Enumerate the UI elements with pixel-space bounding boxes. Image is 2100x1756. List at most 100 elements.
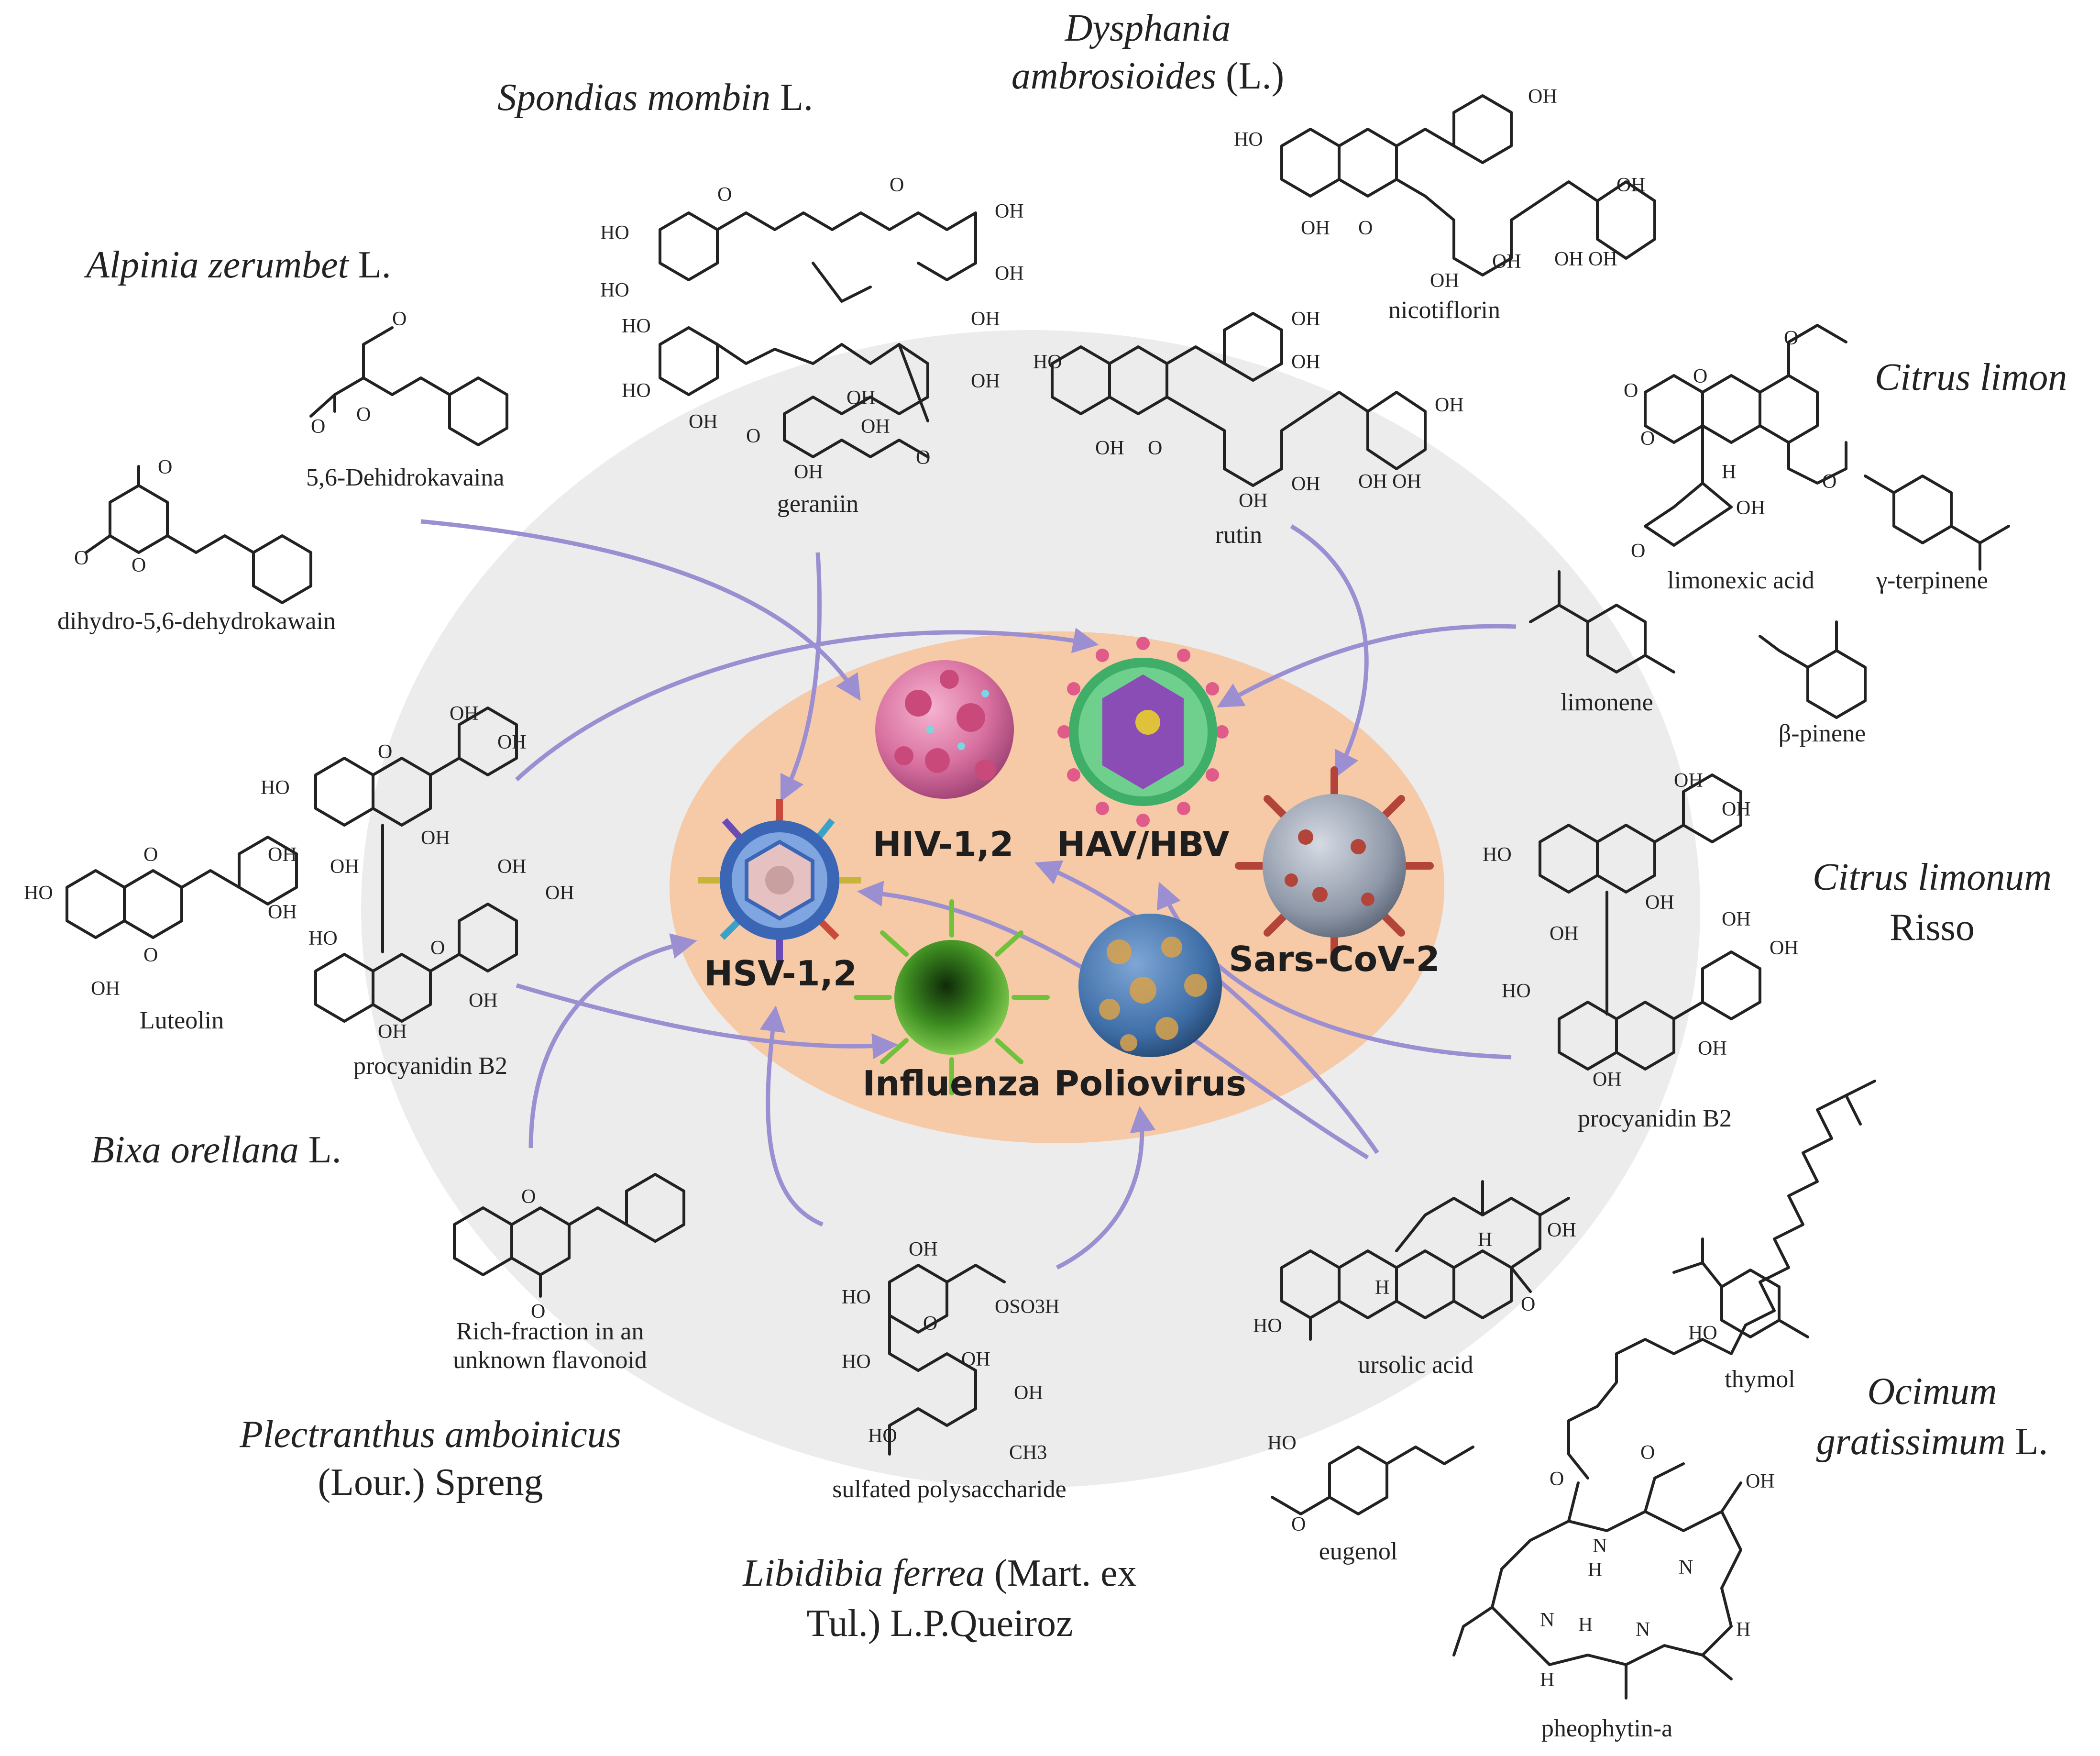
compound-nicotiflorin: nicotiflorin [1388, 297, 1500, 324]
virus-label-poliovirus: Poliovirus [1054, 1063, 1246, 1104]
plant-ocimum-line2: gratissimum L. [1816, 1421, 2048, 1463]
svg-text:OH: OH [1014, 1382, 1043, 1404]
structure-luteolin: HO O O OH OH OH [24, 836, 298, 1000]
compound-terpinene: γ-terpinene [1876, 567, 1988, 594]
svg-text:O: O [132, 554, 146, 576]
svg-text:H: H [1736, 1619, 1750, 1641]
plant-citrus-limon: Citrus limon [1875, 356, 2067, 398]
svg-text:HO: HO [1253, 1315, 1282, 1337]
svg-text:HO: HO [1267, 1432, 1297, 1454]
svg-text:OH: OH [1291, 351, 1320, 373]
virus-influenza [854, 899, 1050, 1095]
svg-text:OH: OH [689, 411, 718, 433]
svg-text:OH: OH [961, 1348, 990, 1370]
structure-polysaccharide: OH HO OSO3H HO OH OH HO CH3 O [842, 1238, 1059, 1464]
svg-text:O: O [1640, 428, 1655, 450]
svg-text:OH: OH [1746, 1470, 1775, 1492]
structure-flavonoid: O O [453, 1173, 685, 1323]
structure-procyanidin-left: HO OH OH OH OH O OH OH HO OH OH O [261, 703, 574, 1043]
svg-text:N: N [1540, 1609, 1554, 1631]
compound-dihydrokawain: dihydro-5,6-dehydrokawain [57, 607, 336, 635]
svg-text:H: H [1375, 1277, 1389, 1299]
svg-text:O: O [1784, 327, 1798, 349]
plant-plectranthus-line2: (Lour.) Spreng [318, 1461, 543, 1503]
virus-label-hsv: HSV-1,2 [704, 953, 857, 994]
svg-text:CH3: CH3 [1009, 1442, 1047, 1464]
svg-text:OH: OH [268, 844, 297, 866]
svg-text:O: O [1640, 1442, 1655, 1464]
svg-text:OH: OH [995, 200, 1024, 222]
svg-text:OH: OH [861, 416, 890, 438]
svg-text:OSO3H: OSO3H [995, 1296, 1059, 1318]
svg-text:H: H [1722, 461, 1736, 483]
svg-text:O: O [746, 425, 760, 447]
compound-flavonoid-line2: unknown flavonoid [453, 1347, 647, 1374]
compound-pheophytin-a: pheophytin-a [1541, 1715, 1672, 1742]
svg-text:HO: HO [24, 882, 53, 904]
compound-eugenol: eugenol [1319, 1538, 1398, 1565]
svg-text:OH: OH [1547, 1219, 1576, 1241]
plant-libidibia-line2: Tul.) L.P.Queiroz [806, 1602, 1073, 1645]
svg-text:OH: OH [1435, 394, 1464, 416]
structure-nicotiflorin: HO OH OH O OH OH OH OH OH [1234, 86, 1656, 292]
structure-eugenol: HO O [1267, 1432, 1474, 1535]
svg-text:HO: HO [1502, 980, 1531, 1002]
svg-text:O: O [521, 1186, 536, 1208]
svg-text:OH: OH [1770, 937, 1799, 959]
plant-ocimum-line1: Ocimum [1867, 1370, 1997, 1413]
compound-flavonoid-line1: Rich-fraction in an [456, 1318, 644, 1345]
svg-text:OH: OH [1722, 798, 1751, 820]
compound-luteolin: Luteolin [140, 1007, 224, 1034]
virus-hiv [875, 660, 1014, 799]
svg-text:HO: HO [842, 1286, 871, 1308]
svg-text:OH: OH [1593, 1069, 1622, 1091]
svg-text:O: O [717, 184, 732, 206]
svg-text:O: O [1631, 540, 1645, 562]
svg-text:O: O [923, 1313, 937, 1335]
svg-text:O: O [1822, 471, 1836, 493]
structure-dihydrokawain: O O O [74, 456, 312, 604]
plant-plectranthus-line1: Plectranthus amboinicus [239, 1414, 621, 1456]
svg-text:HO: HO [600, 279, 629, 301]
svg-text:O: O [1148, 437, 1162, 459]
structure-pinene [1759, 620, 1867, 719]
structure-ursolic-acid: OH O HO H H [1253, 1180, 1576, 1341]
svg-text:O: O [531, 1301, 545, 1323]
svg-text:HO: HO [622, 315, 651, 337]
compound-procyanidin-right: procyanidin B2 [1578, 1105, 1732, 1132]
compound-geraniin: geraniin [777, 490, 858, 518]
svg-text:O: O [1624, 380, 1638, 402]
svg-text:N: N [1636, 1619, 1650, 1641]
svg-text:O: O [916, 447, 930, 469]
plant-alpinia-zerumbet: Alpinia zerumbet L. [84, 244, 391, 286]
plant-citrus-limonum-line1: Citrus limonum [1813, 856, 2052, 898]
svg-text:H: H [1540, 1669, 1554, 1691]
svg-text:O: O [392, 308, 407, 330]
svg-text:OH: OH [330, 856, 359, 878]
compound-limonexic-acid: limonexic acid [1667, 567, 1814, 594]
compound-rutin: rutin [1215, 521, 1262, 549]
svg-text:O: O [356, 404, 371, 426]
svg-text:HO: HO [308, 928, 338, 950]
compound-pinene: β-pinene [1779, 720, 1866, 747]
svg-text:N: N [1593, 1535, 1607, 1557]
svg-text:OH: OH [1239, 490, 1268, 512]
svg-text:O: O [1291, 1513, 1306, 1535]
structure-procyanidin-right: HO OH OH OH OH OH OH HO OH OH [1483, 770, 1799, 1091]
svg-text:N: N [1679, 1557, 1693, 1579]
structure-terpinene [1864, 475, 2010, 571]
compound-dehidrokavaina: 5,6-Dehidrokavaina [306, 464, 504, 491]
svg-text:HO: HO [1033, 351, 1062, 373]
plant-libidibia-line1: Libidibia ferrea (Mart. ex [742, 1552, 1137, 1594]
virus-label-hav-hbv: HAV/HBV [1056, 824, 1229, 864]
plant-citrus-limonum-line2: Risso [1890, 906, 1975, 949]
svg-text:OH: OH [1616, 174, 1646, 196]
virus-hsv [698, 799, 861, 961]
svg-text:HO: HO [261, 777, 290, 799]
svg-text:OH: OH [421, 827, 450, 849]
svg-text:OH: OH [1430, 270, 1459, 292]
structure-limonexic-acid: O O O O O O H OH [1624, 324, 1847, 562]
svg-text:O: O [1550, 1468, 1564, 1490]
compound-procyanidin-left: procyanidin B2 [353, 1052, 507, 1080]
